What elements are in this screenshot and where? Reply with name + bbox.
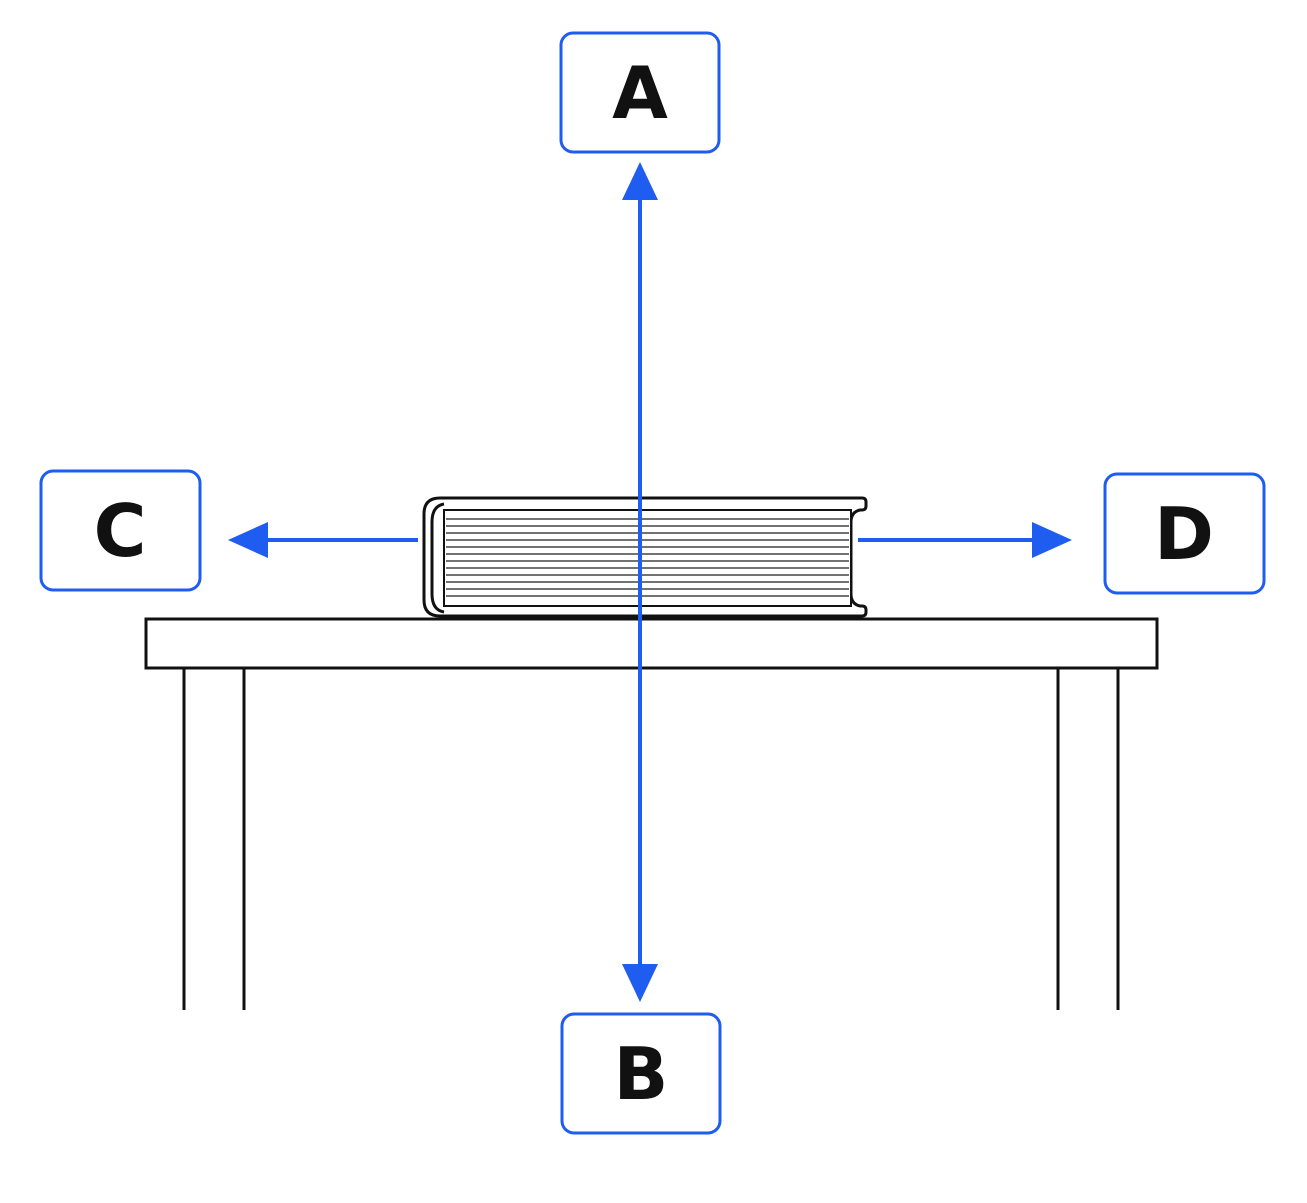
table bbox=[144, 617, 1159, 1010]
arrow-head-down bbox=[622, 964, 658, 1002]
label-c-box bbox=[39, 469, 202, 592]
right-arrow bbox=[858, 522, 1072, 558]
arrow-head-right bbox=[1032, 522, 1072, 558]
label-b-text: B bbox=[614, 1032, 669, 1116]
label-c-text: C bbox=[94, 489, 147, 573]
label-b-box bbox=[560, 1012, 722, 1135]
label-a: A bbox=[559, 31, 721, 154]
left-arrow bbox=[228, 522, 418, 558]
label-d-text: D bbox=[1154, 492, 1214, 576]
label-d: D bbox=[1103, 472, 1266, 595]
book bbox=[422, 496, 868, 618]
arrow-head-left bbox=[228, 522, 268, 558]
label-d-box bbox=[1103, 472, 1266, 595]
vertical-arrow bbox=[622, 162, 658, 1002]
label-a-text: A bbox=[612, 51, 668, 135]
book-cover bbox=[422, 496, 868, 618]
label-a-box bbox=[559, 31, 721, 154]
label-b: B bbox=[560, 1012, 722, 1135]
book-spine bbox=[430, 502, 445, 614]
arrow-head-up bbox=[622, 162, 658, 200]
page-lines bbox=[446, 518, 849, 597]
label-c: C bbox=[39, 469, 202, 592]
book-pages bbox=[443, 509, 852, 607]
table-top bbox=[144, 617, 1159, 670]
